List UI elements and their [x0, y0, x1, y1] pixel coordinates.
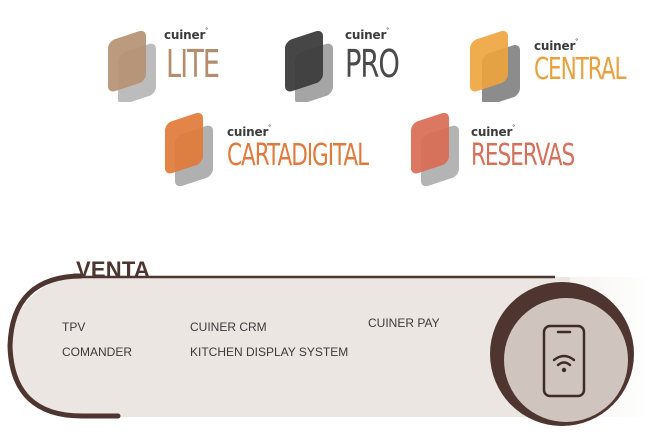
section-title: VENTA	[76, 257, 150, 282]
menu-item-kitchen-display-system[interactable]: KITCHEN DISPLAY SYSTEM	[190, 345, 349, 359]
logo-product-name: CARTADIGITAL	[227, 138, 369, 173]
menu-item-comander[interactable]: COMANDER	[62, 345, 133, 359]
logo-cuiner-pro: cuiner° PRO	[283, 22, 413, 102]
logo-cuiner-central: cuiner° CENTRAL	[468, 22, 643, 102]
logo-brand: cuiner°	[164, 27, 208, 42]
logo-product-name: RESERVAS	[471, 138, 575, 173]
logo-brand: cuiner°	[345, 27, 389, 42]
device-badge	[487, 278, 637, 427]
cuiner-lite-mark-icon	[108, 30, 156, 102]
venta-panel	[10, 277, 570, 417]
menu-item-cuiner-crm[interactable]: CUINER CRM	[190, 320, 267, 334]
smartphone-wifi-icon	[542, 324, 586, 398]
logo-cuiner-reservas: cuiner° RESERVAS	[409, 104, 575, 186]
menu-item-tpv[interactable]: TPV	[62, 320, 86, 334]
device-badge-graphic	[490, 282, 634, 426]
menu-item-cuiner-pay[interactable]: CUINER PAY	[368, 316, 440, 330]
logo-product-name: LITE	[166, 42, 220, 86]
logo-product-name: PRO	[345, 42, 400, 86]
cuiner-reservas-mark-icon	[411, 112, 459, 186]
logo-cuiner-cartadigital: cuiner° CARTADIGITAL	[163, 104, 378, 186]
logo-cuiner-lite: cuiner° LITE	[106, 22, 236, 102]
cuiner-pro-mark-icon	[285, 30, 333, 102]
cuiner-central-mark-icon	[470, 30, 520, 102]
logo-brand: cuiner°	[227, 124, 271, 139]
logo-product-name: CENTRAL	[534, 52, 627, 87]
logo-brand: cuiner°	[534, 38, 578, 53]
cuiner-cartadigital-mark-icon	[165, 112, 213, 186]
logo-brand: cuiner°	[471, 124, 515, 139]
